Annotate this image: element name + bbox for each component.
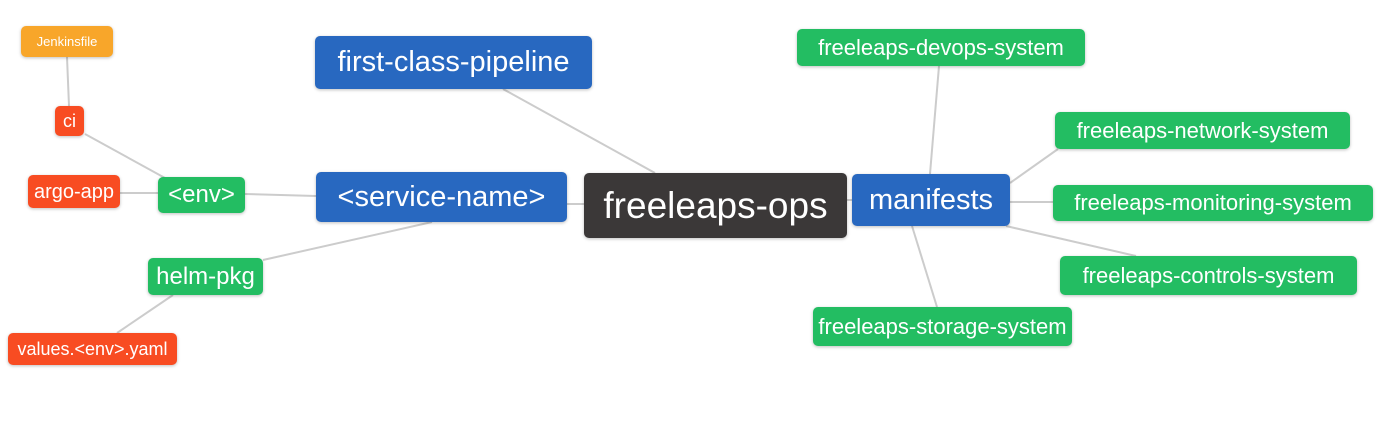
- node-freeleaps-devops-system[interactable]: freeleaps-devops-system: [797, 29, 1085, 66]
- node-values-env-yaml[interactable]: values.<env>.yaml: [8, 333, 177, 365]
- node-jenkinsfile[interactable]: Jenkinsfile: [21, 26, 113, 57]
- edge-first-class-pipeline--freeleaps-ops: [502, 88, 656, 174]
- node-freeleaps-controls-system[interactable]: freeleaps-controls-system: [1060, 256, 1357, 295]
- node-first-class-pipeline[interactable]: first-class-pipeline: [315, 36, 592, 89]
- edge-jenkinsfile--ci: [66, 56, 70, 107]
- node-env[interactable]: <env>: [158, 177, 245, 213]
- node-argo-app[interactable]: argo-app: [28, 175, 120, 208]
- node-freeleaps-network-system[interactable]: freeleaps-network-system: [1055, 112, 1350, 149]
- node-freeleaps-monitoring-system[interactable]: freeleaps-monitoring-system: [1053, 185, 1373, 221]
- node-freeleaps-ops[interactable]: freeleaps-ops: [584, 173, 847, 238]
- edge-ci--env: [84, 133, 166, 179]
- edge-helm-pkg--service-name: [262, 221, 433, 261]
- edge-manifests--freeleaps-controls-system: [1005, 225, 1137, 257]
- edge-manifests--freeleaps-devops-system: [929, 65, 940, 175]
- edge-values-env-yaml--helm-pkg: [116, 294, 174, 334]
- node-helm-pkg[interactable]: helm-pkg: [148, 258, 263, 295]
- edge-manifests--freeleaps-storage-system: [911, 225, 938, 308]
- edge-env--service-name: [244, 193, 317, 197]
- node-manifests[interactable]: manifests: [852, 174, 1010, 226]
- node-service-name[interactable]: <service-name>: [316, 172, 567, 222]
- node-freeleaps-storage-system[interactable]: freeleaps-storage-system: [813, 307, 1072, 346]
- edge-manifests--freeleaps-network-system: [1009, 148, 1059, 184]
- node-ci[interactable]: ci: [55, 106, 84, 136]
